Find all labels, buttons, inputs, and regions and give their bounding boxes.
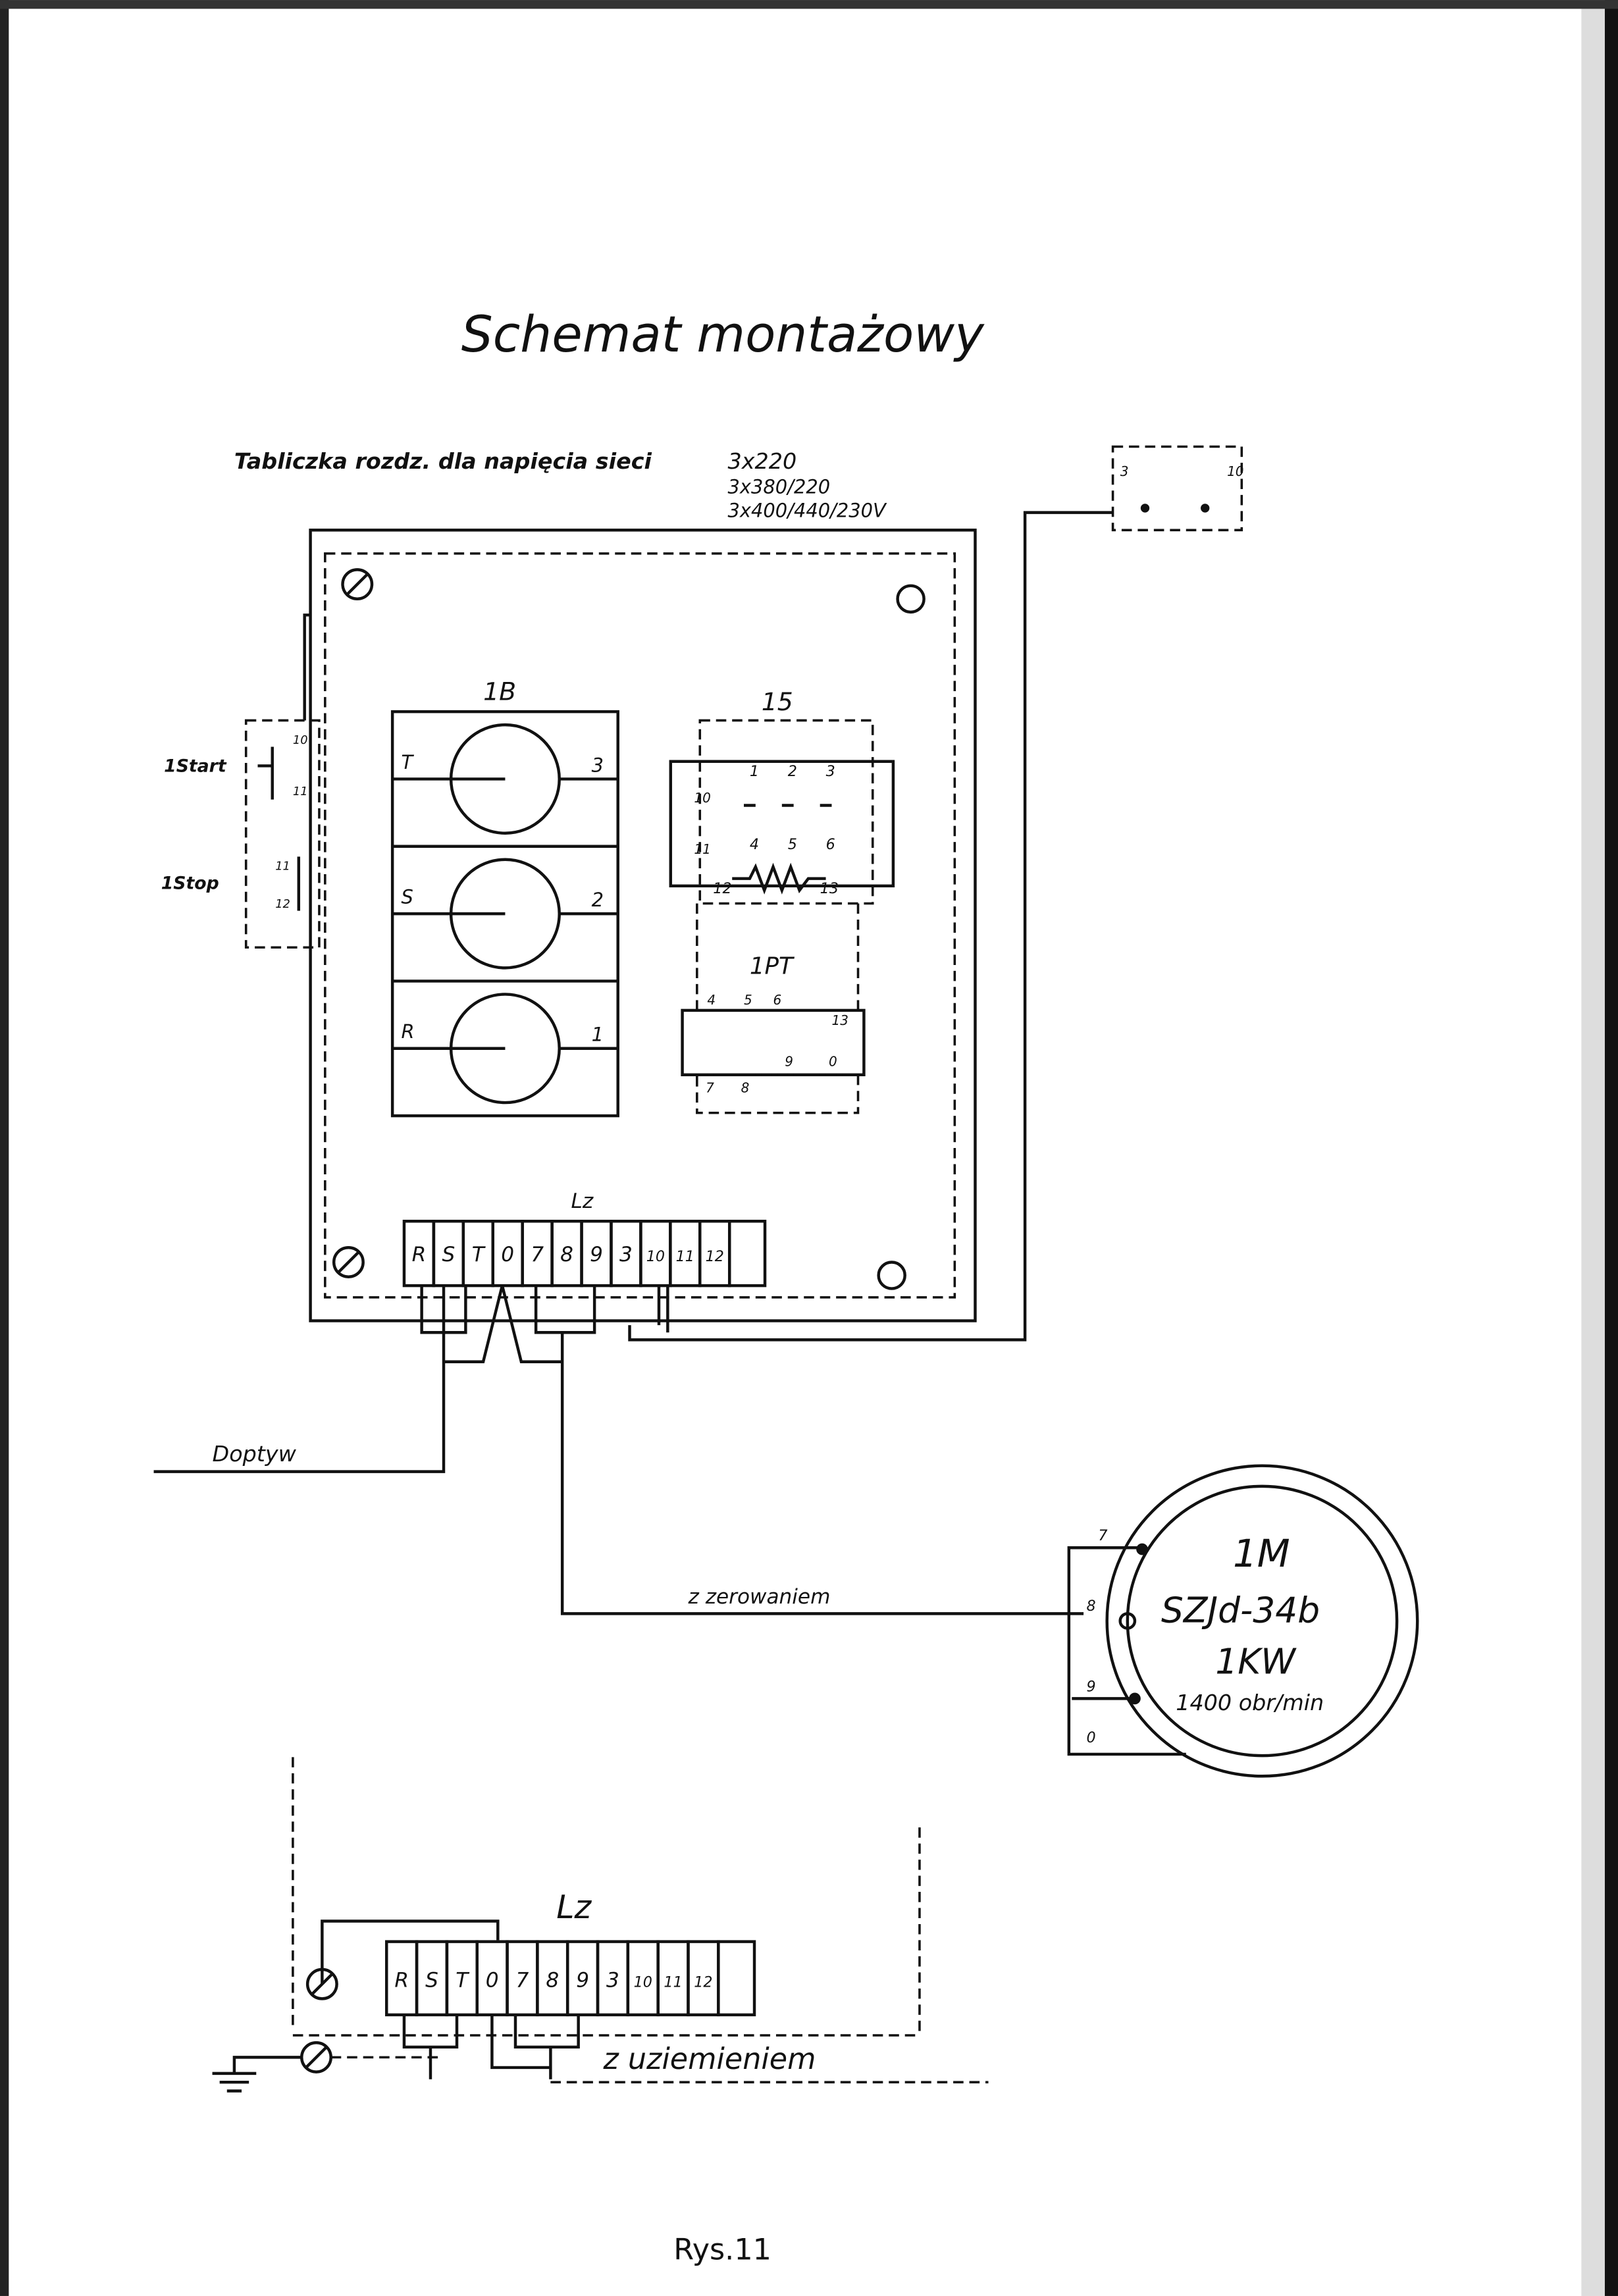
label-15: 15	[762, 687, 793, 716]
terminal-label: R	[394, 1969, 409, 1993]
voltage-3: 3x400/440/230V	[728, 499, 887, 521]
terminal-label: S	[425, 1969, 438, 1993]
svg-text:1: 1	[750, 763, 759, 780]
svg-text:11: 11	[293, 785, 308, 798]
svg-text:8: 8	[741, 1080, 750, 1095]
terminal-label: 0	[501, 1243, 514, 1266]
diagram-title: Schemat montażowy	[461, 305, 985, 363]
terminal-label: R	[412, 1243, 427, 1266]
screw-icon	[341, 568, 374, 601]
panel-inner-dashed	[324, 552, 956, 1299]
plate-box	[1111, 445, 1243, 532]
svg-text:3: 3	[1120, 463, 1129, 479]
terminal-label: 3	[619, 1243, 633, 1266]
svg-text:3: 3	[826, 763, 835, 780]
svg-text:9: 9	[785, 1053, 793, 1069]
svg-text:R: R	[401, 1020, 414, 1043]
svg-text:2: 2	[592, 889, 604, 911]
terminal-label: T	[456, 1969, 470, 1993]
terminal-label: 9	[576, 1969, 589, 1993]
svg-text:9: 9	[1087, 1678, 1096, 1695]
svg-text:4: 4	[750, 836, 759, 853]
z-zerowaniem-label: z zerowaniem	[687, 1585, 830, 1609]
motor-speed: 1400 obr/min	[1176, 1690, 1324, 1715]
terminal-label: 10	[634, 1974, 652, 1991]
terminal-cell-spare	[727, 1219, 767, 1288]
ground-symbol-icon	[212, 2056, 302, 2093]
svg-text:1: 1	[592, 1024, 604, 1046]
terminal-label: 11	[676, 1248, 694, 1265]
svg-text:6: 6	[773, 992, 782, 1008]
panel-outline	[309, 529, 977, 1322]
start-button-symbol	[257, 746, 274, 800]
plate-label: Tabliczka rozdz. dla napięcia sieci	[234, 448, 652, 474]
svg-text:5: 5	[788, 836, 797, 853]
z-uziemieniem-label: z uziemieniem	[602, 2043, 816, 2076]
ground-screw-icon	[305, 1968, 338, 2000]
svg-text:10: 10	[694, 790, 710, 806]
label-1b: 1B	[483, 677, 516, 706]
svg-text:12: 12	[275, 897, 290, 911]
motor-model: SZJd-34b	[1161, 1590, 1320, 1631]
terminal-label: 12	[694, 1974, 712, 1991]
svg-text:8: 8	[1087, 1598, 1096, 1615]
ground-screw-icon	[300, 2041, 332, 2074]
motor-power: 1KW	[1215, 1641, 1297, 1683]
thermal-relay-1pt: 4 5 6 13 7 8 9 0	[681, 992, 866, 1114]
svg-text:11: 11	[275, 859, 290, 873]
relay-15: 10 11 1 2 3 4 5 6 12 13	[669, 719, 895, 905]
svg-text:7: 7	[1098, 1527, 1107, 1544]
terminal-label: 10	[646, 1248, 665, 1265]
terminal-label: T	[472, 1243, 486, 1266]
screw-icon	[332, 1246, 365, 1278]
motor-1m: 7 8 9 0 1M SZJd-34b 1KW 1400 obr/min	[1067, 1464, 1419, 1778]
svg-text:13: 13	[831, 1012, 848, 1028]
terminal-label: 8	[560, 1243, 573, 1266]
terminal-label: 9	[590, 1243, 603, 1266]
svg-text:2: 2	[788, 763, 797, 780]
pushbutton-box	[244, 719, 321, 949]
svg-text:12: 12	[713, 880, 731, 897]
contactor-1b: T S R 3 2 1	[390, 710, 619, 1118]
svg-text:11: 11	[694, 841, 710, 857]
lz-label-top: Lz	[571, 1189, 594, 1213]
doptyw-label: Doptyw	[213, 1441, 297, 1467]
svg-text:7: 7	[706, 1080, 714, 1095]
screw-icon	[896, 584, 926, 614]
svg-text:0: 0	[829, 1053, 837, 1069]
svg-text:6: 6	[826, 836, 835, 853]
terminal-label: 3	[606, 1969, 619, 1993]
terminal-label: S	[442, 1243, 455, 1266]
terminal-label: 0	[486, 1969, 499, 1993]
svg-text:13: 13	[820, 880, 839, 897]
motor-name: 1M	[1233, 1531, 1290, 1576]
svg-text:0: 0	[1087, 1729, 1096, 1746]
voltage-1: 3x220	[728, 448, 797, 474]
stop-label: 1Stop	[161, 873, 219, 893]
terminal-cell-spare	[717, 1940, 756, 2017]
figure-caption: Rys.11	[673, 2233, 771, 2266]
svg-text:S: S	[401, 886, 413, 908]
scan-edge-left	[0, 0, 9, 2296]
svg-text:3: 3	[592, 754, 604, 776]
svg-text:T: T	[401, 751, 414, 773]
svg-text:4: 4	[707, 992, 716, 1008]
label-1pt: 1PT	[750, 952, 795, 979]
svg-text:10: 10	[1227, 463, 1243, 479]
terminal-label: 8	[546, 1969, 559, 1993]
voltage-2: 3x380/220	[728, 476, 831, 498]
terminal-label: 11	[664, 1974, 682, 1991]
terminal-label: 12	[706, 1248, 724, 1265]
start-label: 1Start	[164, 756, 227, 776]
svg-text:5: 5	[744, 992, 752, 1008]
lz-label-bottom: Lz	[556, 1889, 592, 1926]
terminal-label: 7	[516, 1969, 529, 1993]
terminal-label: 7	[531, 1243, 544, 1266]
svg-text:10: 10	[293, 733, 308, 747]
screw-icon	[877, 1261, 906, 1290]
